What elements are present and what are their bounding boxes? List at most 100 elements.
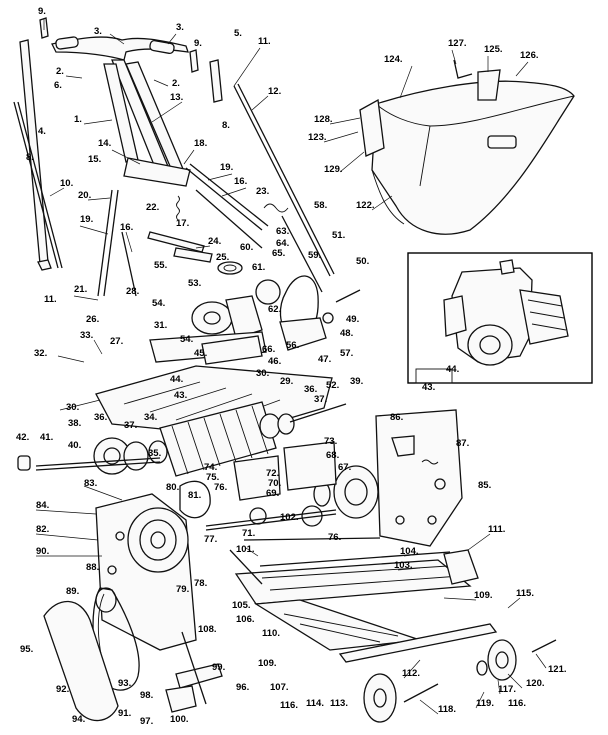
label-23: 23.	[256, 186, 269, 197]
handle-assembly	[13, 17, 335, 297]
label-24: 24.	[208, 236, 221, 247]
label-10: 10.	[60, 178, 73, 189]
label-119: 119.	[476, 698, 494, 709]
label-35: 35.	[148, 448, 161, 459]
label-102: 102.	[280, 512, 299, 523]
label-109b: 109.	[258, 658, 277, 669]
label-82: 82.	[36, 524, 49, 535]
label-113: 113.	[330, 698, 348, 709]
label-126: 126.	[520, 50, 539, 61]
label-36b: 36.	[94, 412, 107, 423]
label-14: 14.	[98, 138, 111, 149]
label-3a: 3.	[94, 26, 102, 37]
label-71: 71.	[242, 528, 255, 539]
label-97: 97.	[140, 716, 153, 727]
label-44b: 44.	[170, 374, 183, 385]
label-84: 84.	[36, 500, 49, 511]
label-33: 33.	[80, 330, 93, 341]
label-39: 39.	[350, 376, 363, 387]
label-98: 98.	[140, 690, 153, 701]
label-21: 21.	[74, 284, 87, 295]
label-20: 20.	[78, 190, 91, 201]
label-9a: 9.	[38, 6, 46, 17]
label-86: 86.	[390, 412, 403, 423]
label-121: 121.	[548, 664, 567, 675]
label-78a: 76.	[328, 532, 341, 543]
label-128: 128.	[314, 114, 333, 125]
label-36a: 36.	[304, 384, 317, 395]
label-94: 94.	[72, 714, 85, 725]
label-28: 28.	[126, 286, 139, 297]
label-116a: 116.	[508, 698, 526, 709]
label-68: 68.	[326, 450, 339, 461]
label-25: 25.	[216, 252, 229, 263]
label-51: 51.	[332, 230, 345, 241]
label-90: 90.	[36, 546, 49, 557]
label-109a: 109.	[474, 590, 493, 601]
label-116b: 116.	[280, 700, 298, 711]
label-52: 52.	[326, 380, 339, 391]
label-127: 127.	[448, 38, 467, 49]
label-81: 81.	[188, 490, 201, 501]
label-77: 77.	[204, 534, 217, 545]
label-89: 89.	[66, 586, 79, 597]
label-59: 59.	[308, 250, 321, 261]
label-5: 5.	[234, 28, 242, 39]
label-31: 31.	[154, 320, 167, 331]
left-drive	[43, 480, 223, 722]
leader-lines	[35, 18, 547, 715]
label-70: 70.	[268, 478, 281, 489]
label-16b: 16.	[120, 222, 133, 233]
label-3b: 3.	[176, 22, 184, 33]
label-96: 96.	[236, 682, 249, 693]
label-45: 45.	[194, 348, 207, 359]
label-43a: 43.	[422, 382, 435, 393]
label-19a: 19.	[220, 162, 233, 173]
label-92: 92.	[56, 684, 69, 695]
label-50: 50.	[356, 256, 369, 267]
label-60: 60.	[240, 242, 253, 253]
label-115: 115.	[516, 588, 534, 599]
label-11b: 11.	[44, 294, 57, 305]
label-30a: 30.	[256, 368, 269, 379]
label-73: 73.	[324, 436, 337, 447]
label-47: 47.	[318, 354, 331, 365]
label-37b: 37.	[124, 420, 137, 431]
label-122: 122.	[356, 200, 375, 211]
label-65: 65.	[272, 248, 285, 259]
label-79: 79.	[176, 584, 189, 595]
label-27: 27.	[110, 336, 123, 347]
label-16a: 16.	[234, 176, 247, 187]
label-38: 38.	[68, 418, 81, 429]
engine-inset	[407, 252, 593, 384]
label-48: 48.	[340, 328, 353, 339]
label-76: 76.	[214, 482, 227, 493]
label-43b: 43.	[174, 390, 187, 401]
grass-catcher	[359, 59, 575, 235]
label-22: 22.	[146, 202, 159, 213]
label-120: 120.	[526, 678, 545, 689]
label-61: 61.	[252, 262, 265, 273]
label-55: 55.	[154, 260, 167, 271]
label-26: 26.	[86, 314, 99, 325]
label-13: 13.	[170, 92, 183, 103]
label-34: 34.	[144, 412, 157, 423]
label-64: 64.	[276, 238, 289, 249]
label-129: 129.	[324, 164, 343, 175]
label-32: 32.	[34, 348, 47, 359]
label-87: 87.	[456, 438, 469, 449]
label-117: 117.	[498, 684, 516, 695]
drive-parts	[149, 261, 361, 365]
label-19b: 19.	[80, 214, 93, 225]
bed-knife-roller	[229, 537, 557, 723]
label-101: 101.	[236, 544, 255, 555]
label-63: 63.	[276, 226, 289, 237]
label-30b: 30.	[66, 402, 79, 413]
label-108: 108.	[198, 624, 217, 635]
label-85: 85.	[478, 480, 491, 491]
label-37a: 37.	[314, 394, 327, 405]
label-2a: 2.	[56, 66, 64, 77]
label-106: 106.	[236, 614, 255, 625]
label-49: 49.	[346, 314, 359, 325]
